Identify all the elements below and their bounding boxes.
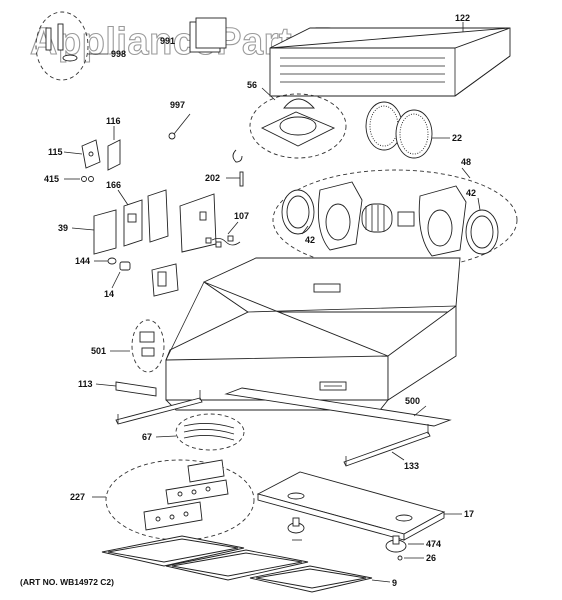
callout-474: 474 — [426, 539, 441, 549]
part-202-fastener[interactable] — [226, 171, 244, 187]
callout-991: 991 — [160, 36, 175, 46]
part-main-hood-body[interactable] — [165, 257, 461, 411]
part-left-support-rod[interactable] — [115, 390, 203, 425]
callout-107: 107 — [234, 211, 249, 221]
callout-202: 202 — [205, 173, 220, 183]
callout-227: 227 — [70, 492, 85, 502]
callout-997: 997 — [170, 100, 185, 110]
part-17-bottom-tray[interactable] — [256, 471, 462, 541]
part-56-damper[interactable] — [249, 87, 347, 159]
part-500-trim-strip[interactable] — [224, 387, 452, 427]
part-39-panel[interactable] — [71, 209, 117, 255]
callout-116: 116 — [106, 116, 121, 126]
part-113-control-strip[interactable] — [95, 381, 157, 397]
callout-144: 144 — [75, 256, 90, 266]
part-48-blower-assembly[interactable] — [272, 167, 518, 271]
callout-26: 26 — [426, 553, 436, 563]
part-227-lamp-assembly[interactable] — [92, 459, 255, 541]
callout-14: 14 — [104, 289, 114, 299]
callout-501: 501 — [91, 346, 106, 356]
part-115-switch-box[interactable] — [63, 139, 101, 169]
part-26-fastener[interactable] — [397, 555, 424, 561]
part-122-top-duct-cover[interactable] — [269, 22, 511, 97]
callout-166: 166 — [106, 180, 121, 190]
callout-998: 998 — [111, 49, 126, 59]
part-991-manual[interactable] — [189, 17, 227, 53]
part-14-light-socket[interactable] — [111, 261, 131, 289]
part-997-screw[interactable] — [168, 113, 191, 140]
part-474-switch[interactable] — [385, 535, 424, 553]
part-116-bracket[interactable] — [107, 126, 121, 171]
callout-42-left: 42 — [305, 235, 315, 245]
callout-122: 122 — [455, 13, 470, 23]
part-501-light-assembly[interactable] — [110, 319, 165, 373]
callout-48: 48 — [461, 157, 471, 167]
callout-39: 39 — [58, 223, 68, 233]
callout-67: 67 — [142, 432, 152, 442]
part-9-grease-filters[interactable] — [101, 535, 391, 593]
art-number: (ART NO. WB14972 C2) — [20, 577, 114, 587]
part-133-support-rod[interactable] — [343, 424, 431, 467]
callout-500: 500 — [405, 396, 420, 406]
callout-9: 9 — [392, 578, 397, 588]
part-107-wire-harness[interactable] — [205, 221, 241, 248]
callout-42-right: 42 — [466, 188, 476, 198]
callout-415: 415 — [44, 174, 59, 184]
part-998-fasteners[interactable] — [35, 11, 108, 81]
callout-22: 22 — [452, 133, 462, 143]
part-22-round-filters[interactable] — [365, 101, 450, 159]
part-144-connector[interactable] — [94, 257, 117, 265]
part-415-nut[interactable] — [64, 176, 94, 182]
callout-133: 133 — [404, 461, 419, 471]
callout-113: 113 — [78, 379, 93, 389]
part-transformer[interactable] — [151, 263, 179, 297]
callout-17: 17 — [464, 509, 474, 519]
callout-56: 56 — [247, 80, 257, 90]
part-67-wire-leads[interactable] — [155, 413, 245, 451]
part-clip[interactable] — [232, 149, 243, 163]
part-rotary-switch[interactable] — [287, 517, 305, 541]
part-166-control-board[interactable] — [117, 189, 217, 253]
callout-115: 115 — [48, 147, 63, 157]
